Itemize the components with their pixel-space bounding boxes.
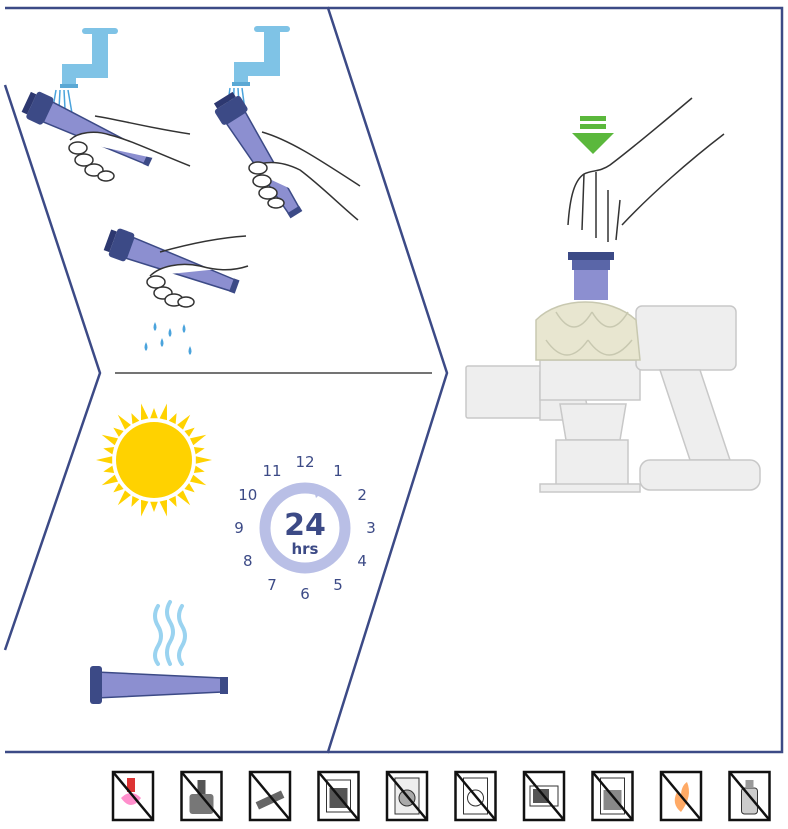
sun-ray: [113, 427, 124, 437]
sun-ray: [177, 414, 191, 430]
sun-ray: [177, 490, 191, 506]
tap-icon: [232, 26, 290, 86]
oven-icon: [317, 770, 360, 822]
sun-icon: [96, 403, 212, 517]
evaporation-icon: [153, 600, 187, 666]
clock-hour-label: 10: [238, 486, 257, 504]
dishwasher-cap-icon: [111, 770, 155, 822]
naked-flame-icon: [659, 770, 703, 822]
tumble-dryer-icon: [454, 770, 497, 822]
sun-ray: [159, 403, 167, 421]
clock-hour-label: 6: [300, 585, 310, 603]
sun-ray: [131, 496, 140, 507]
clock-unit: hrs: [291, 540, 318, 558]
filter-shaking: [101, 224, 244, 302]
sun-ray: [193, 447, 205, 455]
sun-ray: [159, 499, 167, 517]
clock-hour-label: 3: [366, 519, 376, 537]
hand-outline: [248, 131, 361, 221]
water-drops-icon: [144, 322, 192, 355]
hand-outline: [146, 235, 249, 308]
chevron-divider: [3, 84, 102, 651]
sun-ray: [190, 434, 207, 446]
tap-icon: [60, 28, 118, 88]
microwave-icon: [522, 770, 566, 822]
sun-ray: [117, 490, 131, 506]
clock-hour-label: 4: [357, 552, 367, 570]
sun-ray: [103, 447, 115, 455]
sun-ray: [117, 414, 131, 430]
sun-ray: [101, 474, 118, 486]
refit-hand-outline: [567, 97, 725, 242]
sun-ray: [193, 465, 205, 473]
washing-bucket-icon: [180, 770, 223, 822]
brush-icon: [248, 770, 292, 822]
sun-ray: [168, 496, 177, 507]
sun-ray: [113, 483, 124, 493]
clock-hour-label: 12: [295, 453, 314, 471]
sun-ray: [96, 456, 113, 464]
sun-ray: [141, 403, 149, 421]
vacuum-cleaner: [465, 301, 761, 493]
sun-ray: [101, 434, 118, 446]
drying-filter: [90, 666, 228, 704]
clock-hour-label: 7: [267, 576, 277, 594]
warnings-row: [111, 770, 771, 822]
down-arrow-icon: [572, 116, 614, 154]
sun-ray: [184, 483, 195, 493]
filter-under-tap: [209, 88, 310, 224]
clock-hour-label: 8: [243, 552, 253, 570]
filter-being-fitted: [568, 252, 614, 300]
sun-ray: [168, 413, 177, 424]
sun-ray: [150, 501, 158, 512]
sun-ray: [150, 408, 158, 419]
sun-ray: [195, 456, 212, 464]
spray-bottle-icon: [728, 770, 771, 822]
clock-hour-label: 2: [357, 486, 367, 504]
sun-ray: [190, 474, 207, 486]
washing-machine-icon: [385, 770, 429, 822]
panel-frame: [5, 6, 784, 754]
hand-outline: [68, 115, 191, 182]
clock-value: 24: [284, 508, 326, 543]
clock-hour-label: 9: [234, 519, 244, 537]
clock-hour-label: 1: [333, 462, 343, 480]
sun-ray: [103, 465, 115, 473]
sun-ray: [184, 427, 195, 437]
clock-hour-label: 5: [333, 576, 343, 594]
clock-24-hours-icon: 24 hrs 12 12 3 45 6 78 9 10 11: [234, 453, 376, 603]
clock-hour-label: 11: [262, 462, 281, 480]
dishwasher-icon: [591, 770, 634, 822]
sun-ray: [141, 499, 149, 517]
sun-ray: [131, 413, 140, 424]
